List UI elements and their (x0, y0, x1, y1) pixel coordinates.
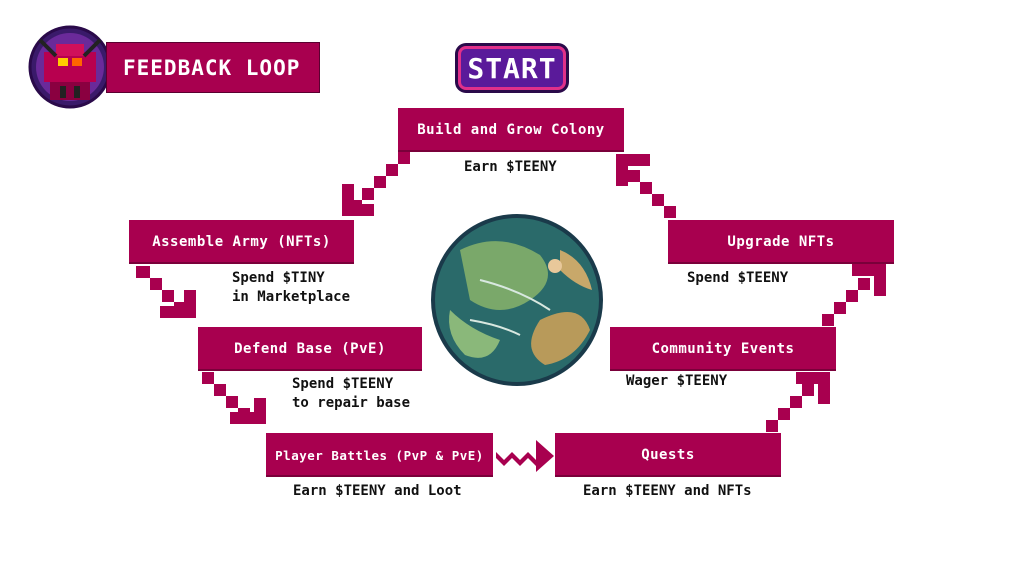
page-title: FEEDBACK LOOP (106, 42, 320, 93)
node-upgrade-nfts: Upgrade NFTs (668, 220, 894, 264)
planet-icon (431, 214, 603, 386)
node-player-battles: Player Battles (PvP & PvE) (266, 433, 493, 477)
note-community-events: Wager $TEENY (626, 373, 728, 389)
note-player-battles: Earn $TEENY and Loot (293, 483, 462, 499)
note-build-colony: Earn $TEENY (464, 159, 557, 175)
node-quests: Quests (555, 433, 781, 477)
robot-logo-icon (28, 25, 112, 109)
node-community-events: Community Events (610, 327, 836, 371)
node-defend-base: Defend Base (PvE) (198, 327, 422, 371)
node-build-colony: Build and Grow Colony (398, 108, 624, 152)
note-quests: Earn $TEENY and NFTs (583, 483, 752, 499)
pixel-arrow-icon (136, 152, 886, 472)
node-assemble-army: Assemble Army (NFTs) (129, 220, 354, 264)
note-upgrade-nfts: Spend $TEENY (687, 270, 789, 286)
start-badge: START (458, 46, 566, 90)
note-assemble-army: Spend $TINY in Marketplace (232, 270, 351, 305)
note-defend-base: Spend $TEENY to repair base (292, 376, 411, 411)
